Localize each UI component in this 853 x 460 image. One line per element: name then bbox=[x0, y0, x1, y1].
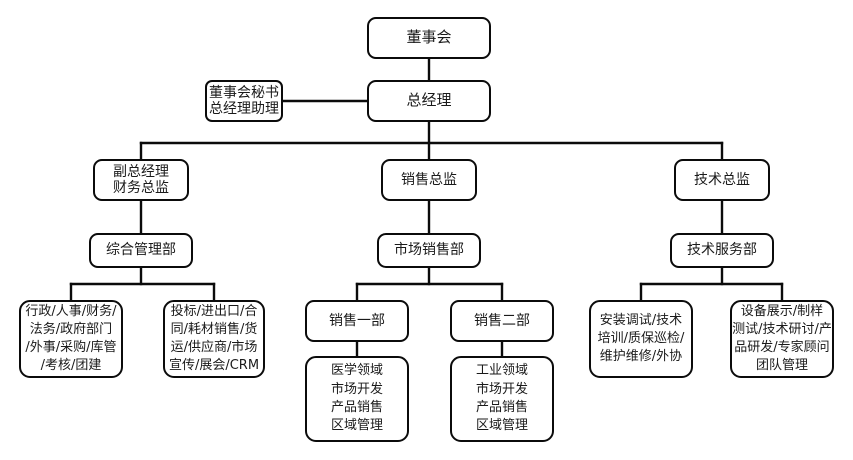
node-tech-functions-1[interactable]: 安装调试/技术 培训/质保巡检/ 维护维修/外协 bbox=[589, 300, 693, 378]
node-board[interactable]: 董事会 bbox=[367, 17, 491, 59]
node-general-manager[interactable]: 总经理 bbox=[367, 80, 491, 122]
node-tech-dept[interactable]: 技术服务部 bbox=[670, 233, 774, 268]
node-tech-director-label: 技术总监 bbox=[694, 171, 750, 188]
node-sales-dept-label: 市场销售部 bbox=[394, 242, 464, 259]
node-tech-dept-label: 技术服务部 bbox=[687, 242, 757, 259]
node-admin-functions-1[interactable]: 行政/人事/财务/ 法务/政府部门 /外事/采购/库管 /考核/团建 bbox=[19, 300, 123, 378]
node-secretary-label: 董事会秘书 总经理助理 bbox=[209, 84, 279, 117]
node-sales-director-label: 销售总监 bbox=[401, 171, 457, 188]
node-secretary[interactable]: 董事会秘书 总经理助理 bbox=[205, 80, 283, 122]
node-sales-director[interactable]: 销售总监 bbox=[381, 159, 477, 201]
node-board-label: 董事会 bbox=[406, 28, 452, 47]
node-sales-team-1[interactable]: 销售一部 bbox=[305, 300, 409, 342]
node-admin-functions-2-label: 投标/进出口/合 同/耗材销售/货 运/供应商/市场 宣传/展会/CRM bbox=[168, 304, 260, 373]
node-sales-team-1-label: 销售一部 bbox=[329, 312, 385, 329]
node-tech-functions-1-label: 安装调试/技术 培训/质保巡检/ 维护维修/外协 bbox=[597, 313, 685, 364]
node-general-manager-label: 总经理 bbox=[406, 91, 452, 110]
node-sales-team-1-detail[interactable]: 医学领域 市场开发 产品销售 区域管理 bbox=[305, 356, 409, 442]
node-sales-team-2-detail[interactable]: 工业领域 市场开发 产品销售 区域管理 bbox=[450, 356, 554, 442]
node-tech-functions-2-label: 设备展示/制样 测试/技术研讨/产 品研发/专家顾问 团队管理 bbox=[732, 304, 832, 373]
node-admin-dept-label: 综合管理部 bbox=[106, 242, 176, 259]
node-tech-functions-2[interactable]: 设备展示/制样 测试/技术研讨/产 品研发/专家顾问 团队管理 bbox=[730, 300, 834, 378]
node-sales-team-1-detail-label: 医学领域 市场开发 产品销售 区域管理 bbox=[330, 363, 383, 434]
node-deputy-gm-label: 副总经理 财务总监 bbox=[113, 163, 169, 196]
node-sales-team-2[interactable]: 销售二部 bbox=[450, 300, 554, 342]
node-deputy-gm[interactable]: 副总经理 财务总监 bbox=[93, 159, 189, 201]
node-admin-dept[interactable]: 综合管理部 bbox=[89, 233, 193, 268]
node-tech-director[interactable]: 技术总监 bbox=[674, 159, 770, 201]
node-admin-functions-1-label: 行政/人事/财务/ 法务/政府部门 /外事/采购/库管 /考核/团建 bbox=[25, 304, 117, 373]
node-sales-team-2-detail-label: 工业领域 市场开发 产品销售 区域管理 bbox=[475, 363, 528, 434]
node-admin-functions-2[interactable]: 投标/进出口/合 同/耗材销售/货 运/供应商/市场 宣传/展会/CRM bbox=[163, 300, 265, 378]
node-sales-team-2-label: 销售二部 bbox=[474, 312, 530, 329]
node-sales-dept[interactable]: 市场销售部 bbox=[377, 233, 481, 268]
